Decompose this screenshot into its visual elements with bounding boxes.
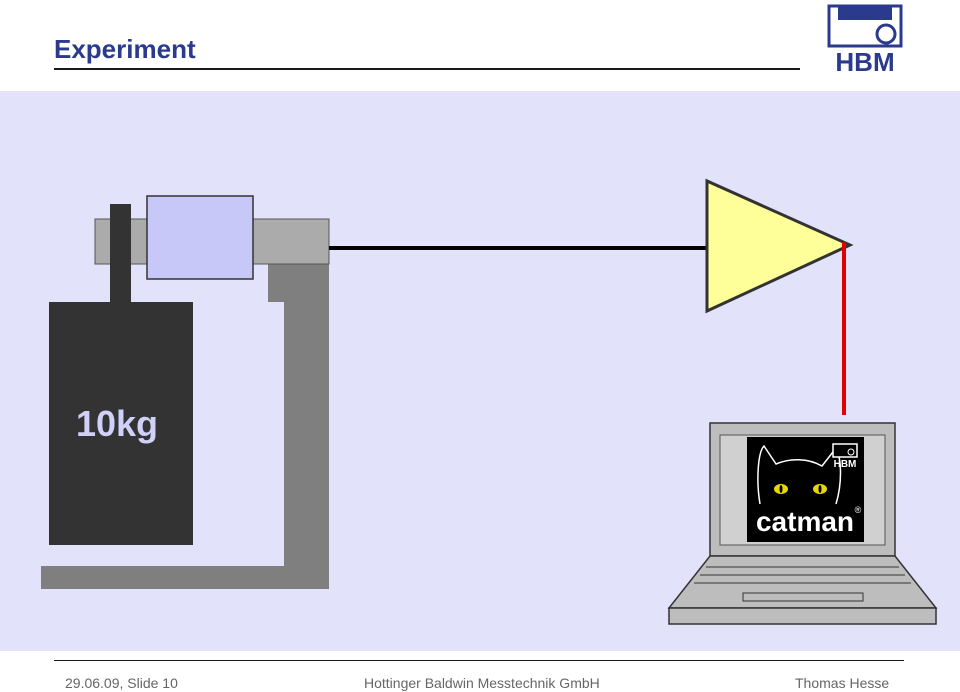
footer-author: Thomas Hesse [795, 675, 890, 691]
screen-hbm-logo-mark [832, 443, 858, 458]
hbm-logo-text: HBM [835, 47, 894, 74]
footer-company: Hottinger Baldwin Messtechnik GmbH [364, 675, 600, 691]
support-arm [268, 264, 329, 302]
catman-wordmark: catman [756, 506, 854, 537]
hanger-rod [110, 204, 131, 302]
registered-mark: ® [855, 505, 862, 515]
support-pillar [284, 300, 329, 566]
screen-hbm-logo-text: HBM [834, 459, 857, 470]
slide-title: Experiment [54, 34, 196, 64]
footer-date-slide: 29.06.09, Slide 10 [65, 675, 178, 691]
laptop: HBM catman ® [667, 422, 938, 625]
experiment-diagram: 10kg HBM catman ® [0, 91, 960, 651]
weight-block [49, 302, 193, 545]
cat-outline [757, 444, 842, 505]
touchpad [742, 592, 864, 602]
support-base [41, 566, 329, 589]
laptop-base-front [668, 607, 937, 625]
hbm-logo: HBM [827, 4, 903, 74]
weight-label: 10kg [76, 403, 158, 444]
footer-divider [54, 660, 904, 661]
amplifier-triangle [705, 178, 854, 314]
load-cell-sensor [146, 195, 254, 280]
title-divider [54, 68, 800, 70]
diagram-canvas: 10kg HBM catman ® [41, 178, 938, 625]
